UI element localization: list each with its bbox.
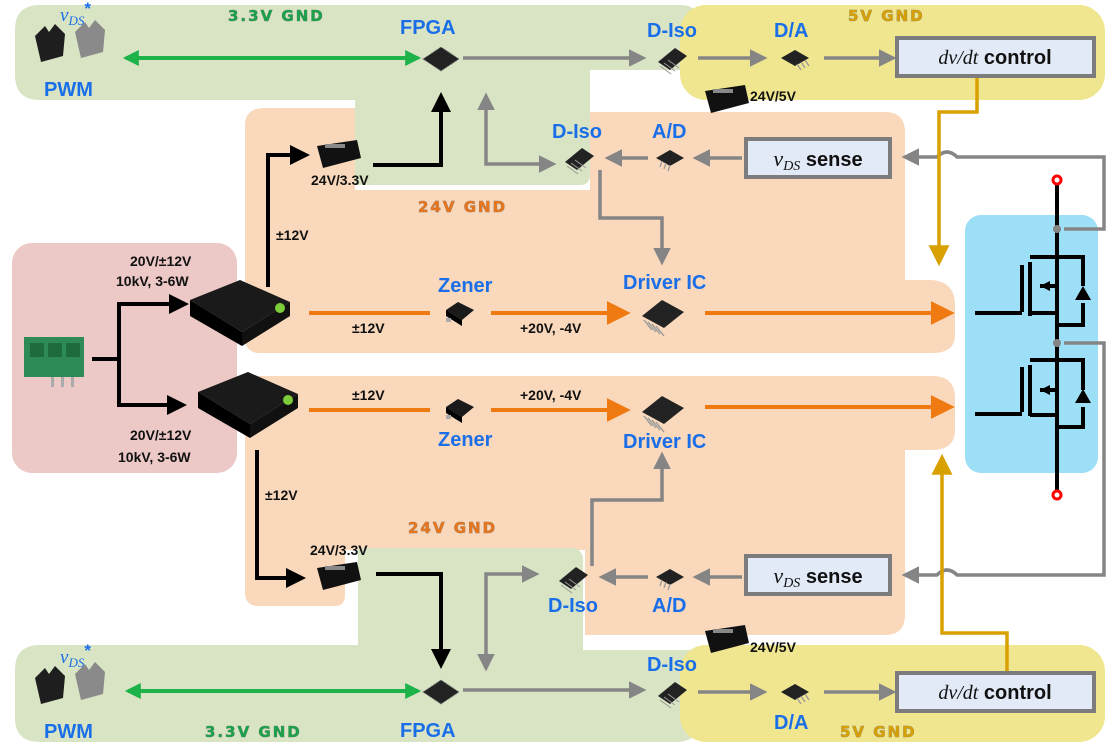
zone-power-switch (965, 215, 1098, 473)
vds-star-label-top: vDS* (60, 0, 91, 28)
zone-bottom-24v-gnd (245, 376, 955, 635)
dac-chip-icon (781, 50, 810, 71)
vds-star-label-bottom: vDS* (60, 641, 91, 670)
arrow-top-diso-driver (598, 170, 671, 266)
dcdc-top-rating-line1: 20V/±12V (130, 253, 192, 269)
gray-node-mid (1053, 339, 1061, 347)
fpga-label-top: FPGA (400, 17, 456, 39)
da-label-top: D/A (774, 20, 808, 42)
wire-bottom-vds-feedback (901, 341, 1106, 584)
dcdc-module-icon (705, 625, 749, 653)
dcdc-3v3-label-bottom: 24V/3.3V (310, 542, 368, 558)
vds-sense-box-bottom: vDS sense (744, 554, 892, 596)
dcdc-module-icon (317, 562, 361, 590)
label-top-24v-gnd: 24V GND (418, 198, 507, 216)
arrow-bottom-dvdt-gate (931, 453, 1009, 673)
dcdc-5v-label-top: 24V/5V (750, 88, 797, 104)
diso-label-bottom-1: D-Iso (647, 654, 697, 676)
diso-label-bottom-2: D-Iso (548, 595, 598, 617)
svg-text:dv/dt control: dv/dt control (938, 682, 1051, 704)
digital-isolator-chip-icon (559, 567, 588, 594)
diso-label-top-2: D-Iso (552, 121, 602, 143)
dvdt-rest: control (978, 47, 1051, 69)
label-top-5v-gnd: 5V GND (848, 7, 925, 25)
ad-label-bottom: A/D (652, 595, 686, 617)
dcdc-top-rating-line2: 10kV, 3-6W (116, 273, 189, 289)
supply-12v-label-top: ±12V (276, 227, 309, 243)
vds-sense-box-top: vDS sense (744, 137, 892, 179)
dvdt-control-box-bottom: dv/dt control (895, 671, 1096, 713)
dcdc-5v-label-bottom: 24V/5V (750, 639, 797, 655)
vds-sense-rest: sense (800, 566, 862, 588)
vds-symbol: v (773, 146, 783, 171)
arrow-top-dvdt-gate (928, 75, 979, 267)
zener-label-bottom: Zener (438, 429, 493, 451)
fpga-chip-icon (422, 679, 460, 705)
vds-subscript: DS (782, 576, 800, 591)
arrow-input-top (92, 294, 189, 361)
dcdc-bottom-rating-line1: 20V/±12V (130, 427, 192, 443)
arrow-bottom-diso-driver (590, 451, 671, 566)
terminal-source-icon (1051, 489, 1063, 501)
zener-out-label-top: +20V, -4V (520, 320, 582, 336)
zener-label-top: Zener (438, 275, 493, 297)
svg-text:dv/dt control: dv/dt control (938, 47, 1051, 69)
fiber-optic-receiver-icon (35, 662, 105, 704)
driver-ic-label-bottom: Driver IC (623, 431, 706, 453)
vds-subscript: DS (782, 159, 800, 174)
arrow-top-12v-dcdc (266, 145, 310, 287)
diso-label-top-1: D-Iso (647, 20, 697, 42)
dac-chip-icon (781, 684, 810, 705)
label-bottom-3v3-gnd: 3.3V GND (205, 723, 302, 741)
supply-12v-label-bottom: ±12V (265, 487, 298, 503)
svg-text:vDS sense: vDS sense (773, 146, 862, 174)
adc-chip-icon (656, 150, 684, 172)
dvdt-italic: dv/dt (938, 682, 978, 704)
vds-symbol: v (773, 563, 783, 588)
svg-text:vDS sense: vDS sense (773, 563, 862, 591)
label-bottom-5v-gnd: 5V GND (840, 723, 917, 741)
driver-ic-chip-icon (642, 300, 684, 337)
pwm-label-bottom: PWM (44, 721, 93, 743)
body-diode-icon (1040, 281, 1091, 403)
dvdt-control-box-top: dv/dt control (895, 36, 1096, 78)
zener-out-label-bottom: +20V, -4V (520, 387, 582, 403)
dcdc-bottom-rating-line2: 10kV, 3-6W (118, 449, 191, 465)
driver-ic-chip-icon (642, 396, 684, 433)
zener-in-label-top: ±12V (352, 320, 385, 336)
digital-isolator-chip-icon (565, 148, 594, 175)
vds-sense-rest: sense (800, 149, 862, 171)
label-bottom-24v-gnd: 24V GND (408, 519, 497, 537)
dcdc-module-icon (317, 140, 361, 168)
zener-diode-icon (446, 399, 474, 423)
input-connector-icon (24, 337, 84, 387)
terminal-drain-icon (1051, 174, 1063, 186)
gray-node-top (1053, 225, 1061, 233)
fiber-optic-receiver-icon (35, 20, 105, 62)
pwm-label-top: PWM (44, 79, 93, 101)
digital-isolator-chip-icon (658, 682, 687, 709)
zener-in-label-bottom: ±12V (352, 387, 385, 403)
fpga-chip-icon (422, 46, 460, 72)
isolated-dcdc-module-icon (198, 372, 298, 438)
arrow-bottom-fpga-diso2 (477, 565, 540, 672)
fpga-label-bottom: FPGA (400, 720, 456, 742)
arrow-top-dcdc-fpga (373, 92, 451, 167)
dcdc-module-icon (705, 85, 749, 113)
dvdt-italic: dv/dt (938, 47, 978, 69)
arrow-bottom-12v-dcdc (255, 450, 306, 588)
arrow-bottom-dcdc-fpga (376, 572, 451, 669)
label-top-3v3-gnd: 3.3V GND (228, 7, 325, 25)
dvdt-rest: control (978, 682, 1051, 704)
driver-ic-label-top: Driver IC (623, 272, 706, 294)
digital-isolator-chip-icon (658, 48, 687, 75)
isolated-dcdc-module-icon (190, 280, 290, 346)
dcdc-3v3-label-top: 24V/3.3V (311, 172, 369, 188)
ad-label-top: A/D (652, 121, 686, 143)
arrow-top-fpga-diso2 (477, 92, 557, 173)
arrow-input-bottom (117, 359, 187, 415)
adc-chip-icon (656, 569, 684, 591)
zener-diode-icon (446, 302, 474, 326)
da-label-bottom: D/A (774, 712, 808, 734)
